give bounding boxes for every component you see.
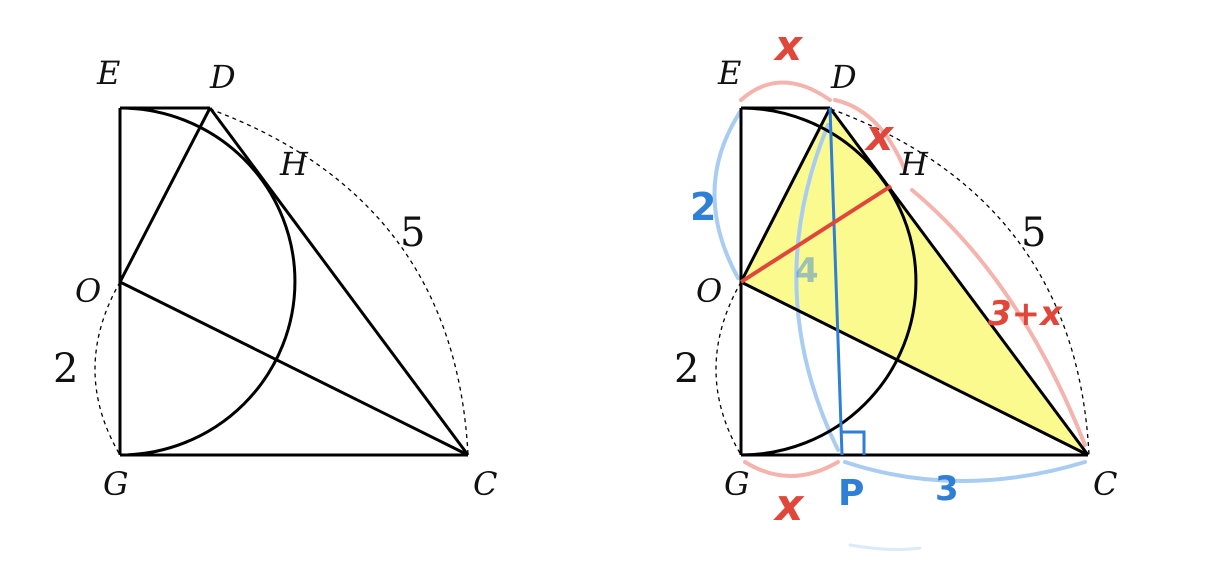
light-blue-arc-eo xyxy=(712,110,742,280)
annotation-dh-x: x xyxy=(864,111,895,160)
left-segment-dc xyxy=(208,107,470,456)
right-semicircle xyxy=(740,106,918,457)
light-red-arc-hc xyxy=(910,188,1087,447)
annotation-pc-3: 3 xyxy=(935,469,959,509)
light-red-arc-ed xyxy=(739,80,832,102)
left-semicircle xyxy=(119,106,297,457)
light-blue-arc-pc xyxy=(843,460,1087,483)
right-segment-oc xyxy=(740,280,1089,457)
left-figure: E D H O G C 5 2 xyxy=(53,54,497,503)
right-angle-marker xyxy=(842,430,866,455)
left-label-o: O xyxy=(75,272,101,310)
light-blue-arc-dp xyxy=(794,123,840,452)
left-label-h: H xyxy=(279,145,309,183)
right-figure: E D H O G C 5 2 x x 3+x x 2 4 3 P xyxy=(674,21,1117,551)
annotation-hc: 3+x xyxy=(988,294,1063,334)
label-p: P xyxy=(838,473,864,514)
left-label-d: D xyxy=(209,58,236,96)
right-dashed-arc-dc xyxy=(830,108,1090,456)
left-segment-od xyxy=(118,107,212,283)
light-red-arc-dh xyxy=(833,98,907,172)
right-label-o: O xyxy=(696,272,722,310)
right-label-e: E xyxy=(717,54,741,92)
left-dashed-arc-dc xyxy=(209,108,469,456)
left-length-2: 2 xyxy=(53,346,78,392)
right-length-2: 2 xyxy=(674,346,699,392)
right-label-h: H xyxy=(899,145,929,183)
blue-segment-dp xyxy=(828,107,844,456)
left-length-5: 5 xyxy=(400,210,425,256)
left-segment-oc xyxy=(119,280,469,457)
annotation-ed-x: x xyxy=(773,21,804,70)
left-label-c: C xyxy=(473,465,497,503)
right-segment-od xyxy=(739,107,832,283)
annotation-eo-2: 2 xyxy=(690,185,716,229)
right-dashed-arc-og xyxy=(715,281,742,456)
annotation-gp-x: x xyxy=(773,480,805,531)
right-label-g: G xyxy=(724,465,750,503)
left-dashed-arc-og xyxy=(94,281,121,456)
left-label-e: E xyxy=(96,54,120,92)
light-red-arc-gp xyxy=(743,460,840,478)
right-label-c: C xyxy=(1093,465,1117,503)
left-label-g: G xyxy=(103,465,129,503)
annotation-op-4: 4 xyxy=(795,251,819,291)
right-segment-dc xyxy=(828,107,1090,456)
right-label-d: D xyxy=(830,58,857,96)
right-length-5: 5 xyxy=(1021,210,1046,256)
red-segment-oh xyxy=(739,184,893,284)
light-blue-arc-bottom xyxy=(848,543,922,551)
